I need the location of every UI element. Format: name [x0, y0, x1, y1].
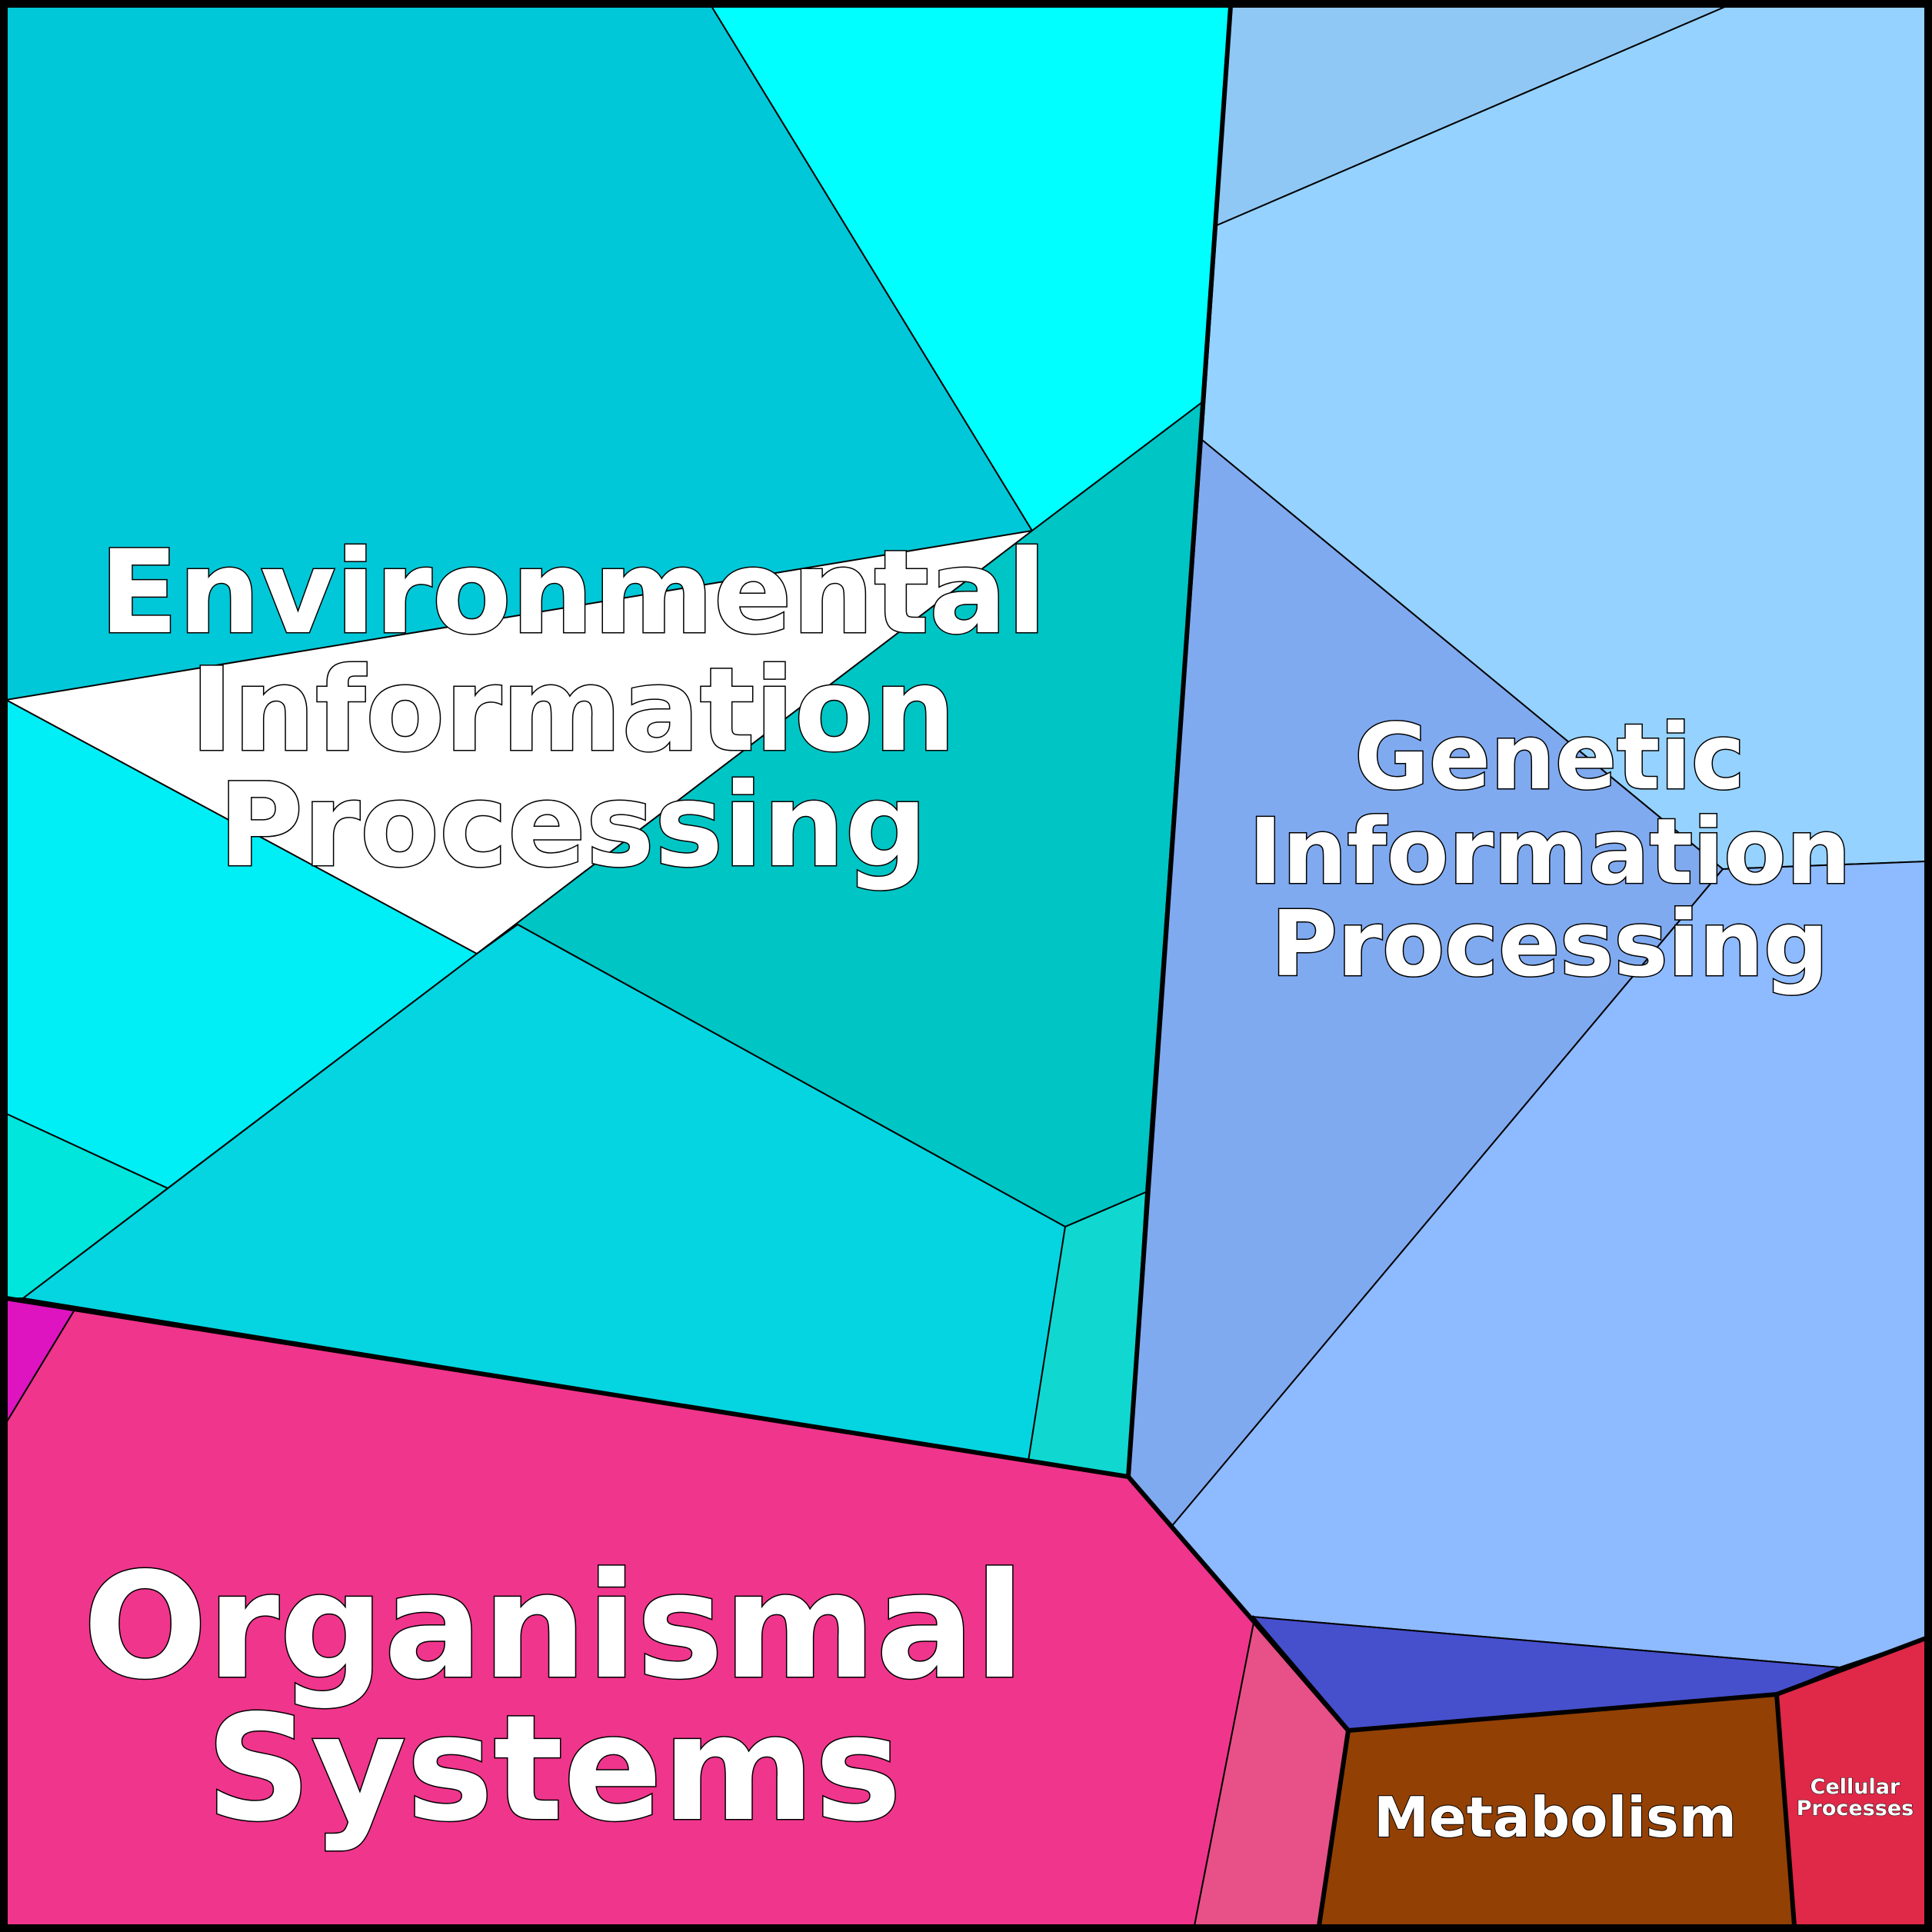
org-label-line-2: Systems — [206, 1684, 902, 1854]
cellular-label-line-1: Cellular — [1810, 1775, 1900, 1799]
label-cellular: Cellular Processes — [1796, 1775, 1914, 1821]
label-environmental: Environmental Information Processing — [98, 525, 1048, 894]
env-label-line-1: Environmental — [99, 526, 1046, 660]
label-genetic: Genetic Information Processing — [1247, 703, 1852, 998]
gen-label-line-2: Information — [1248, 798, 1850, 904]
group-boundaries — [5, 5, 1927, 1927]
label-organismal: Organismal Systems — [82, 1541, 1025, 1855]
gen-label-line-1: Genetic — [1354, 704, 1745, 810]
metabolism-label: Metabolism — [1374, 1785, 1737, 1850]
env-label-line-2: Information — [190, 644, 955, 778]
env-label-line-3: Processing — [218, 759, 928, 893]
org-label-line-1: Organismal — [83, 1541, 1024, 1711]
cellular-label-line-2: Processes — [1797, 1797, 1914, 1820]
gen-label-line-3: Processing — [1271, 891, 1828, 997]
